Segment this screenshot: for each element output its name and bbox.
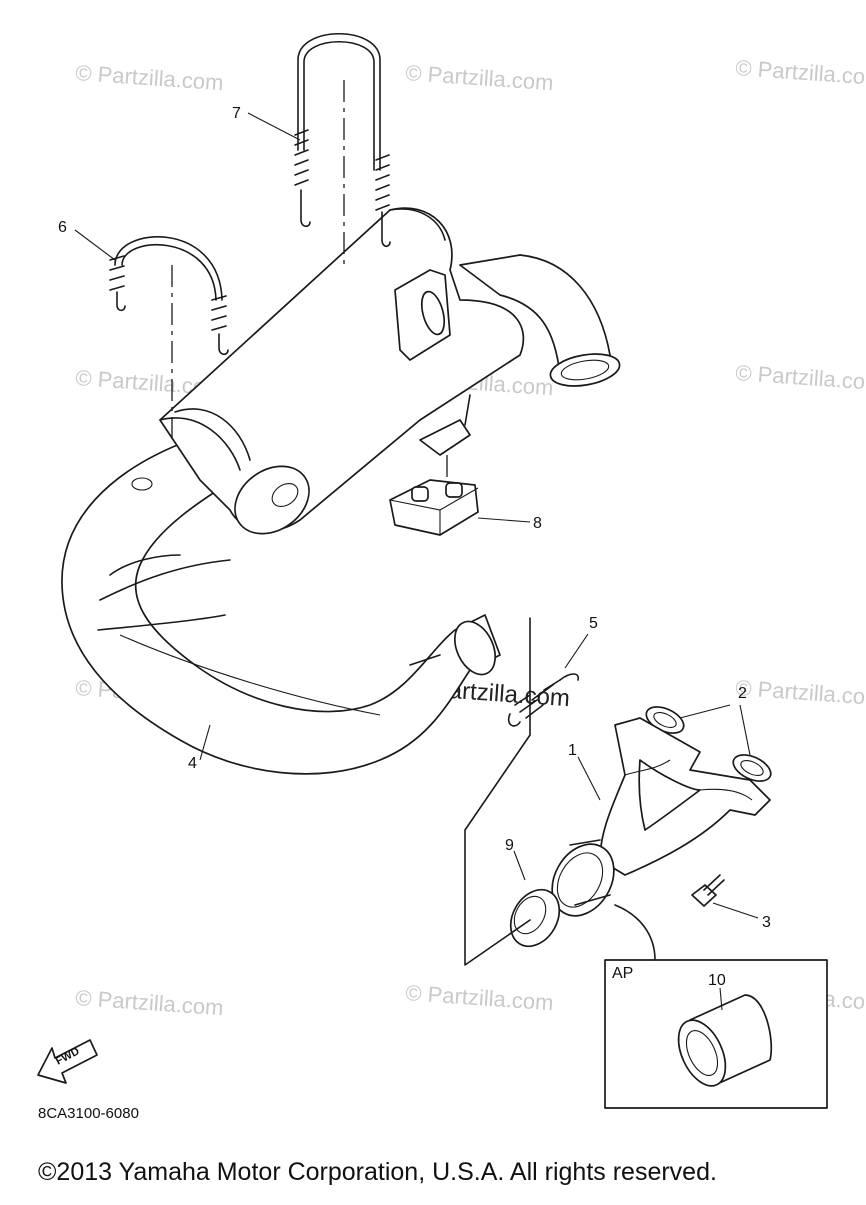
- exhaust-pipe-part-4: [61, 439, 501, 775]
- callout-10: 10: [708, 972, 726, 989]
- callout-8: 8: [533, 515, 542, 532]
- watermark: © Partzilla.com: [75, 985, 225, 1020]
- damper-part-8: [389, 479, 479, 536]
- muffler: [131, 207, 621, 535]
- callout-6: 6: [58, 219, 67, 236]
- callout-1: 1: [568, 742, 577, 759]
- collar-part-9: [509, 888, 561, 948]
- fwd-arrow-icon: FWD: [37, 1039, 98, 1084]
- callout-4: 4: [188, 755, 197, 772]
- watermark: © Partzilla.com: [405, 60, 555, 95]
- spring-part-5: [507, 673, 580, 727]
- callout-2: 2: [738, 685, 747, 702]
- watermark: © Partzilla.com: [75, 60, 225, 95]
- watermark: © Partzilla.com: [735, 360, 866, 395]
- callouts: 7 6 8 5 2 1 4 3 9 10: [58, 105, 771, 1011]
- watermark: © Partzilla.com: [735, 55, 866, 90]
- callout-7: 7: [232, 105, 241, 122]
- spring-part-6: [109, 235, 229, 356]
- part-code: 8CA3100-6080: [38, 1105, 139, 1122]
- spring-part-7: [294, 33, 391, 248]
- callout-3: 3: [762, 914, 771, 931]
- watermark: © Partzilla.com: [735, 675, 866, 710]
- manifold-part-1: [551, 717, 771, 917]
- bolt-part-3: [691, 874, 725, 907]
- callout-9: 9: [505, 837, 514, 854]
- watermark: © Partzilla.com: [405, 980, 555, 1015]
- watermarks: © Partzilla.com © Partzilla.com © Partzi…: [75, 55, 866, 1020]
- ap-inset: AP: [604, 904, 828, 1109]
- callout-5: 5: [589, 615, 598, 632]
- ap-label: AP: [612, 965, 633, 982]
- copyright-notice: ©2013 Yamaha Motor Corporation, U.S.A. A…: [38, 1158, 717, 1186]
- guide-line: [464, 617, 531, 966]
